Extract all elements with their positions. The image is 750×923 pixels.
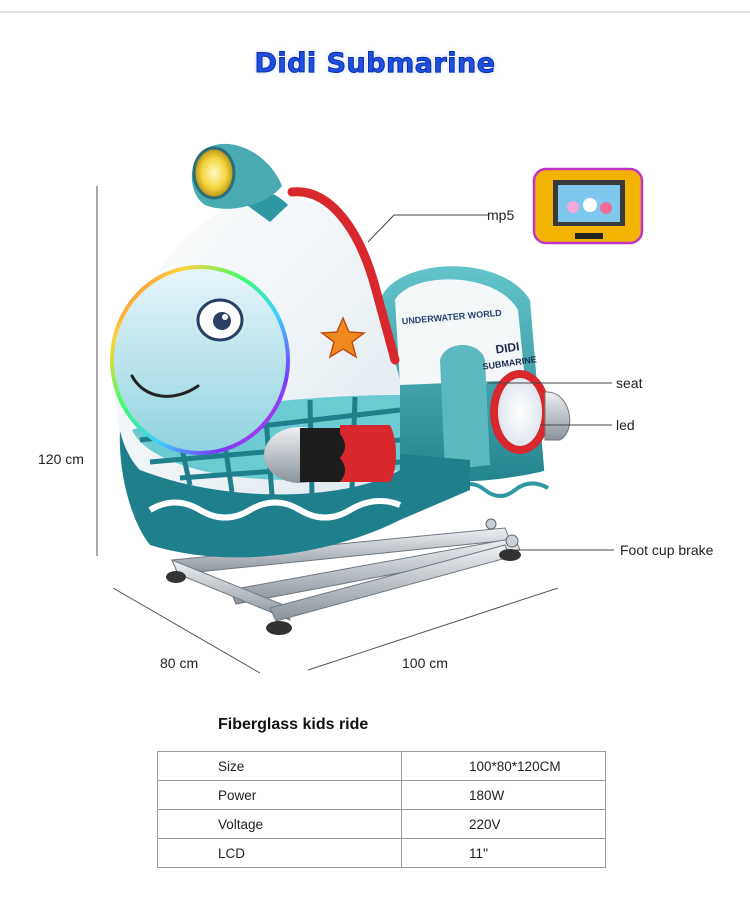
width-dimension-line	[307, 587, 559, 671]
mp5-label: mp5	[487, 207, 515, 223]
foot-cup-brake-label: Foot cup brake	[620, 542, 714, 558]
spec-value: 180W	[401, 780, 606, 810]
led-light	[490, 370, 571, 454]
spec-key: Power	[157, 780, 402, 810]
mp5-screen-inset	[532, 167, 644, 245]
page-title: Didi Submarine	[254, 48, 496, 80]
spec-value: 100*80*120CM	[401, 751, 606, 781]
depth-dimension-line	[112, 587, 261, 674]
mp5-leader-line	[367, 214, 488, 243]
height-label: 120 cm	[38, 451, 84, 467]
product-illustration: UNDERWATER WORLD DIDI SUBMARINE	[96, 143, 644, 674]
model-text-line1: DIDI	[495, 339, 521, 356]
table-row: Power 180W	[157, 780, 606, 810]
spec-table: Size 100*80*120CM Power 180W Voltage 220…	[157, 751, 606, 868]
spec-key: Voltage	[157, 809, 402, 839]
led-label: led	[616, 417, 635, 433]
width-label: 100 cm	[402, 655, 448, 671]
table-row: Voltage 220V	[157, 809, 606, 839]
spec-title: Fiberglass kids ride	[218, 716, 369, 733]
head-lamp	[191, 143, 288, 222]
base-frame	[166, 518, 521, 635]
star-decal	[319, 316, 367, 359]
table-row: Size 100*80*120CM	[157, 751, 606, 781]
face-dome	[110, 265, 290, 455]
spec-value: 11''	[401, 838, 606, 868]
spec-key: Size	[157, 751, 402, 781]
depth-label: 80 cm	[160, 655, 199, 671]
table-row: LCD 11''	[157, 838, 606, 868]
spec-key: LCD	[157, 838, 402, 868]
seat-label: seat	[616, 375, 643, 391]
spec-value: 220V	[401, 809, 606, 839]
torpedo	[264, 425, 396, 483]
top-rule	[0, 0, 750, 13]
